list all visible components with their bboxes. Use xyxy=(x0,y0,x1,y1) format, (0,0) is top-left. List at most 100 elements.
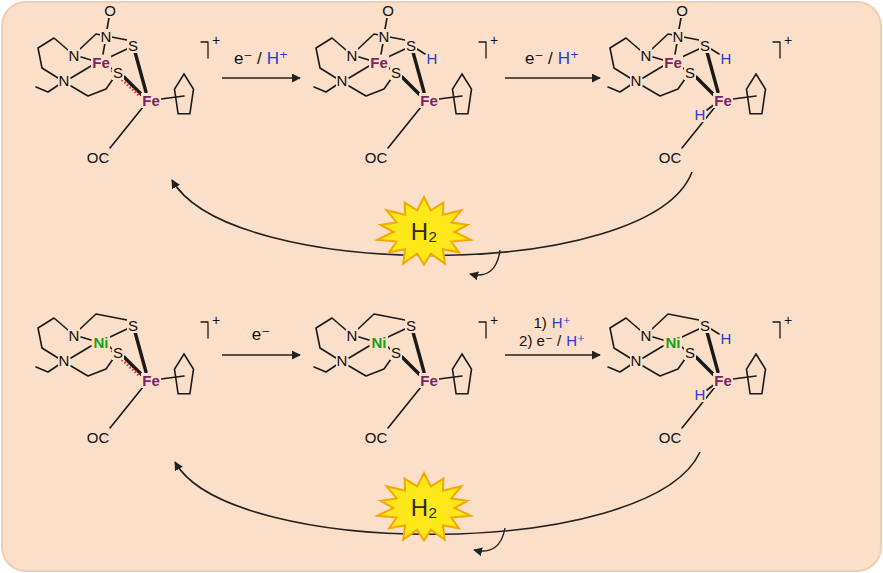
molecule-skeleton xyxy=(314,18,486,148)
starburst: H₂ xyxy=(374,471,474,545)
product-label: H₂ xyxy=(411,496,438,520)
release-arrow xyxy=(474,528,505,551)
iron-carbonyl-bond xyxy=(388,387,421,428)
starburst-outline xyxy=(377,197,471,265)
diazacycle-bond xyxy=(36,84,60,92)
atom-label: H xyxy=(694,107,707,122)
charge-bracket xyxy=(479,322,486,338)
atom-label: OC xyxy=(364,150,389,165)
metal-sulfur-bond xyxy=(388,329,405,337)
reagent-label: H⁺ xyxy=(557,50,580,67)
atom-label: S xyxy=(390,345,402,360)
metal-sulfur-bond xyxy=(388,49,405,57)
ethylene-bond xyxy=(349,79,391,96)
sulfur-hydrogen-bond xyxy=(417,49,425,54)
ethylene-bond xyxy=(358,314,405,329)
sulfur-iron-wedge xyxy=(135,332,146,372)
metal-nitrogen-bond xyxy=(81,57,91,60)
starburst: H₂ xyxy=(374,195,474,269)
ethylene-bond xyxy=(71,359,113,376)
atom-label: OC xyxy=(658,430,683,445)
diazacycle-bond xyxy=(36,364,60,372)
reaction-arrow xyxy=(505,354,600,356)
metal-nitrogen-bond xyxy=(349,346,369,358)
metal-nitrogen-bond xyxy=(349,66,369,78)
starburst-outline xyxy=(377,473,471,541)
metal-nitrogen-bond xyxy=(81,337,91,340)
molecule-skeleton xyxy=(608,18,780,148)
metal-sulfur-bond xyxy=(682,329,699,337)
charge-sign: + xyxy=(489,313,499,327)
metal-sulfur-bond xyxy=(110,329,127,337)
sulfur-iron-wedge xyxy=(135,52,146,92)
metal-nitrogen-bond xyxy=(643,346,663,358)
atom-label: H xyxy=(720,331,733,346)
diazacycle-bond xyxy=(608,84,632,92)
atom-label: Fe xyxy=(663,55,683,70)
metal-nitrogen-bond xyxy=(359,57,369,60)
ethylene-bond xyxy=(349,359,391,376)
atom-label: S xyxy=(390,65,402,80)
atom-label: N xyxy=(640,328,653,343)
atom-label: S xyxy=(405,38,417,53)
atom-label: O xyxy=(381,3,395,18)
atom-label: OC xyxy=(364,430,389,445)
molecule-skeleton xyxy=(36,314,208,428)
atom-label: S xyxy=(405,318,417,333)
atom-label: N xyxy=(336,73,349,88)
iron-carbonyl-bond xyxy=(110,107,143,148)
sulfur-iron-wedge xyxy=(707,332,718,372)
metal-nitrogen-bond xyxy=(71,66,91,78)
reaction-arrow xyxy=(222,354,300,356)
release-arrow xyxy=(470,250,500,275)
metal-nitrogen-bond xyxy=(71,346,91,358)
nitrosyl-bond xyxy=(385,18,387,29)
product-label: H₂ xyxy=(411,220,438,244)
reagent-label: e⁻ xyxy=(251,326,271,343)
cyclopentadienyl-ring xyxy=(175,354,194,394)
reagent-label: H⁺ xyxy=(551,315,572,330)
atom-label: N xyxy=(68,328,81,343)
sulfur-iron-wedge xyxy=(707,52,718,92)
atom-label: Fe xyxy=(419,93,439,108)
atom-label: N xyxy=(378,29,391,44)
cyclopentadienyl-ring xyxy=(747,74,766,114)
sulfur-hydrogen-bond xyxy=(711,329,719,334)
atom-label: N xyxy=(58,353,71,368)
charge-sign: + xyxy=(489,33,499,47)
atom-label: N xyxy=(630,353,643,368)
atom-label: Fe xyxy=(141,93,161,108)
iron-carbonyl-bond xyxy=(388,107,421,148)
reaction-arrow xyxy=(222,77,300,79)
cyclopentadienyl-ring xyxy=(453,74,472,114)
atom-label: OC xyxy=(658,150,683,165)
sulfur-iron-wedge xyxy=(696,357,714,375)
molecule-skeleton xyxy=(608,314,780,428)
reagent-label: e⁻ / xyxy=(233,50,263,67)
ethylene-bond xyxy=(80,314,127,329)
metal-nitrogen-bond xyxy=(653,57,663,60)
sulfur-iron-wedge xyxy=(413,52,424,92)
cyclopentadienyl-ring xyxy=(175,74,194,114)
nitrosyl-bond xyxy=(675,43,677,54)
atom-label: OC xyxy=(86,150,111,165)
iron-carbonyl-bond xyxy=(682,107,715,148)
iron-cp-bond xyxy=(161,96,184,99)
iron-cp-bond xyxy=(439,96,462,99)
cyclopentadienyl-ring xyxy=(453,354,472,394)
charge-bracket xyxy=(479,42,486,58)
ethylene-bond xyxy=(643,359,685,376)
sulfur-iron-wedge xyxy=(402,77,420,95)
reagent-label: 1) xyxy=(532,315,547,330)
ethylene-bond xyxy=(71,79,113,96)
atom-label: N xyxy=(630,73,643,88)
atom-label: Fe xyxy=(369,55,389,70)
ethylene-bond xyxy=(643,79,685,96)
charge-bracket xyxy=(201,42,208,58)
charge-sign: + xyxy=(783,313,793,327)
iron-carbonyl-bond xyxy=(110,387,143,428)
atom-label: N xyxy=(640,48,653,63)
atom-label: O xyxy=(675,3,689,18)
